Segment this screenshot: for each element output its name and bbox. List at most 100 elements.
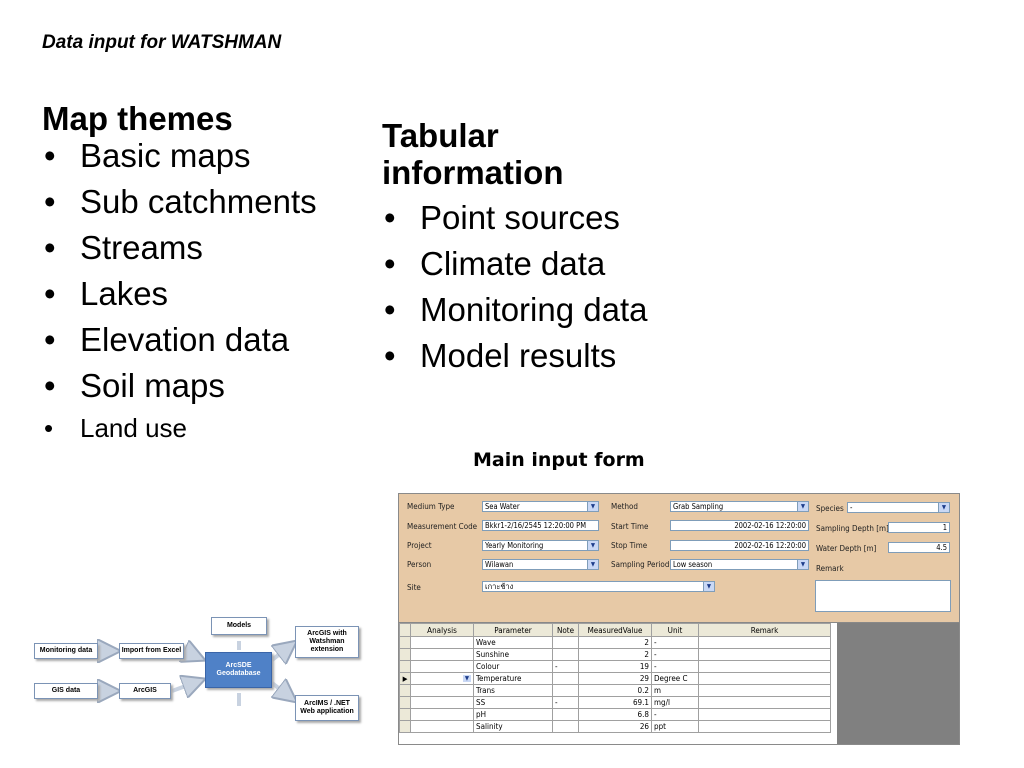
- chevron-down-icon[interactable]: ▼: [938, 503, 949, 512]
- analysis-cell[interactable]: ▼: [410, 672, 474, 685]
- chevron-down-icon[interactable]: ▼: [462, 675, 471, 682]
- unit-cell[interactable]: -: [651, 636, 699, 649]
- remark-textarea[interactable]: [815, 580, 951, 612]
- note-cell[interactable]: -: [552, 660, 579, 673]
- remark-cell[interactable]: [698, 696, 831, 709]
- row-selector[interactable]: [399, 636, 411, 649]
- main-input-form: Medium Type Sea Water▼ Measurement Code …: [398, 493, 960, 745]
- remark-cell[interactable]: [698, 708, 831, 721]
- stop-time-field[interactable]: 2002-02-16 12:20:00: [670, 540, 809, 551]
- chevron-down-icon[interactable]: ▼: [587, 541, 598, 550]
- unit-cell[interactable]: -: [651, 648, 699, 661]
- note-cell[interactable]: [552, 684, 579, 697]
- note-cell[interactable]: [552, 672, 579, 685]
- measured-value-cell[interactable]: 19: [578, 660, 652, 673]
- remark-cell[interactable]: [698, 672, 831, 685]
- unit-cell[interactable]: -: [651, 708, 699, 721]
- unit-cell[interactable]: m: [651, 684, 699, 697]
- method-select[interactable]: Grab Sampling▼: [670, 501, 809, 512]
- medium-type-select[interactable]: Sea Water▼: [482, 501, 599, 512]
- column-header[interactable]: Analysis: [410, 623, 474, 637]
- unit-cell[interactable]: mg/l: [651, 696, 699, 709]
- note-cell[interactable]: [552, 648, 579, 661]
- analysis-cell[interactable]: [410, 636, 474, 649]
- measured-value-cell[interactable]: 6.8: [578, 708, 652, 721]
- unit-cell[interactable]: ppt: [651, 720, 699, 733]
- tabular-info-heading: Tabular information: [382, 117, 712, 191]
- chevron-down-icon[interactable]: ▼: [797, 560, 808, 569]
- person-select[interactable]: Wilawan▼: [482, 559, 599, 570]
- arrow-import-to-arcsde: [184, 651, 202, 659]
- measured-value-cell[interactable]: 69.1: [578, 696, 652, 709]
- column-header[interactable]: Note: [552, 623, 579, 637]
- measured-value-cell[interactable]: 0.2: [578, 684, 652, 697]
- measured-value-cell[interactable]: 2: [578, 648, 652, 661]
- row-selector[interactable]: ▶: [399, 672, 411, 685]
- list-item: Climate data: [382, 245, 712, 282]
- row-selector[interactable]: [399, 684, 411, 697]
- gis-data-box: GIS data: [34, 683, 98, 699]
- remark-cell[interactable]: [698, 720, 831, 733]
- sampling-period-select[interactable]: Low season▼: [670, 559, 809, 570]
- site-select[interactable]: เกาะช้าง▼: [482, 581, 715, 592]
- analysis-cell[interactable]: [410, 720, 474, 733]
- remark-cell[interactable]: [698, 648, 831, 661]
- chevron-down-icon[interactable]: ▼: [587, 560, 598, 569]
- column-header[interactable]: Remark: [698, 623, 831, 637]
- table-row[interactable]: Colour-19-: [399, 660, 831, 673]
- row-selector[interactable]: [399, 708, 411, 721]
- analysis-cell[interactable]: [410, 648, 474, 661]
- chevron-down-icon[interactable]: ▼: [797, 502, 808, 511]
- remark-cell[interactable]: [698, 660, 831, 673]
- chevron-down-icon[interactable]: ▼: [703, 582, 714, 591]
- analysis-cell[interactable]: [410, 696, 474, 709]
- species-value: -: [850, 503, 853, 512]
- remark-cell[interactable]: [698, 684, 831, 697]
- analysis-cell[interactable]: [410, 660, 474, 673]
- parameter-cell[interactable]: Temperature: [473, 672, 553, 685]
- note-cell[interactable]: [552, 708, 579, 721]
- medium-type-label: Medium Type: [407, 502, 455, 511]
- column-header[interactable]: Unit: [651, 623, 699, 637]
- water-depth-field[interactable]: 4.5: [888, 542, 950, 553]
- table-row[interactable]: Sunshine 2-: [399, 648, 831, 661]
- row-selector[interactable]: [399, 648, 411, 661]
- analysis-cell[interactable]: [410, 708, 474, 721]
- note-cell[interactable]: -: [552, 696, 579, 709]
- chevron-down-icon[interactable]: ▼: [587, 502, 598, 511]
- parameter-cell[interactable]: Sunshine: [473, 648, 553, 661]
- form-caption: Main input form: [473, 449, 645, 471]
- measured-value-cell[interactable]: 26: [578, 720, 652, 733]
- row-selector[interactable]: [399, 720, 411, 733]
- parameter-cell[interactable]: Trans: [473, 684, 553, 697]
- parameter-cell[interactable]: pH: [473, 708, 553, 721]
- parameter-cell[interactable]: Wave: [473, 636, 553, 649]
- parameter-cell[interactable]: Salinity: [473, 720, 553, 733]
- project-select[interactable]: Yearly Monitoring▼: [482, 540, 599, 551]
- remark-cell[interactable]: [698, 636, 831, 649]
- table-row[interactable]: Wave 2-: [399, 636, 831, 649]
- measured-value-cell[interactable]: 2: [578, 636, 652, 649]
- measured-value-cell[interactable]: 29: [578, 672, 652, 685]
- parameter-cell[interactable]: SS: [473, 696, 553, 709]
- note-cell[interactable]: [552, 720, 579, 733]
- parameter-cell[interactable]: Colour: [473, 660, 553, 673]
- measurement-code-field[interactable]: Bkkr1-2/16/2545 12:20:00 PM: [482, 520, 599, 531]
- column-header[interactable]: MeasuredValue: [578, 623, 652, 637]
- note-cell[interactable]: [552, 636, 579, 649]
- project-label: Project: [407, 541, 432, 550]
- unit-cell[interactable]: -: [651, 660, 699, 673]
- row-selector[interactable]: [399, 696, 411, 709]
- unit-cell[interactable]: Degree C: [651, 672, 699, 685]
- row-selector[interactable]: [399, 660, 411, 673]
- column-header[interactable]: Parameter: [473, 623, 553, 637]
- analysis-cell[interactable]: [410, 684, 474, 697]
- species-select[interactable]: -▼: [847, 502, 950, 513]
- sampling-depth-field[interactable]: 1: [888, 522, 950, 533]
- start-time-field[interactable]: 2002-02-16 12:20:00: [670, 520, 809, 531]
- table-row[interactable]: pH 6.8-: [399, 708, 831, 721]
